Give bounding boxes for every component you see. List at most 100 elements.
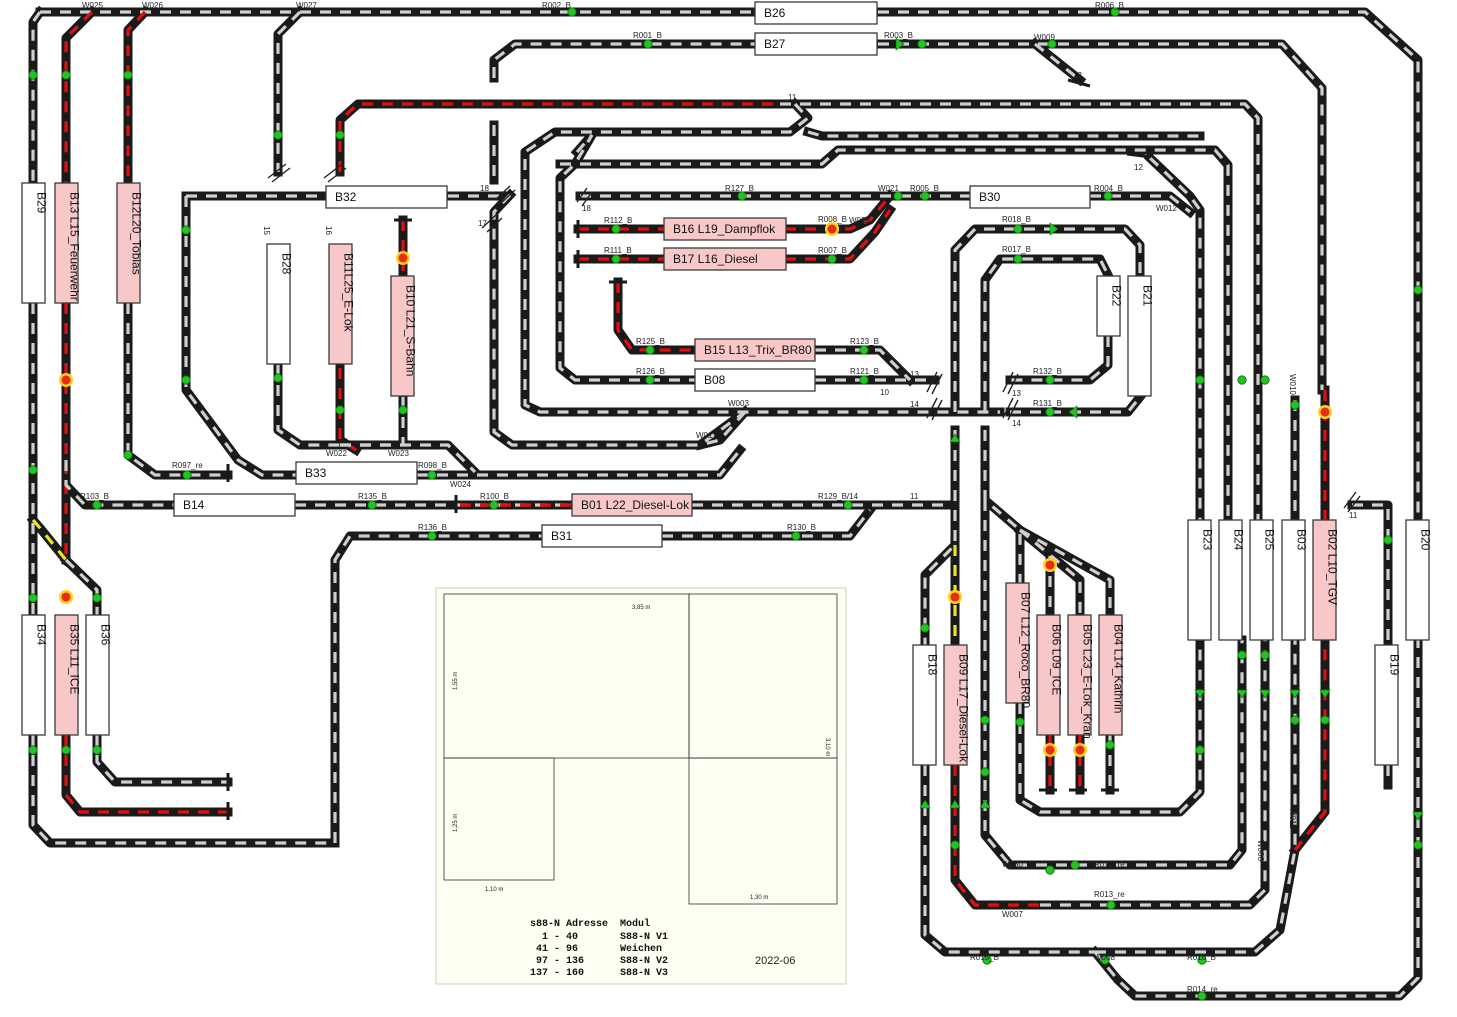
block-b17[interactable]: B17 L16_Diesel <box>663 247 787 271</box>
sensor-icon[interactable] <box>1195 745 1205 755</box>
sensor-icon[interactable] <box>28 745 38 755</box>
red-signal-icon[interactable] <box>395 250 411 266</box>
red-signal-icon[interactable] <box>58 372 74 388</box>
sensor-icon[interactable] <box>61 70 71 80</box>
block-b23[interactable]: B23 <box>1187 519 1215 641</box>
sensor-icon[interactable] <box>182 470 192 480</box>
sensor-icon[interactable] <box>1105 740 1115 750</box>
sensor-icon[interactable] <box>398 405 408 415</box>
block-b33[interactable]: B33 <box>295 461 418 485</box>
block-b25[interactable]: B25 <box>1249 519 1277 641</box>
block-b22[interactable]: B22 <box>1096 275 1124 337</box>
sensor-icon[interactable] <box>1015 717 1025 727</box>
sensor-icon[interactable] <box>335 405 345 415</box>
sensor-icon[interactable] <box>1013 254 1023 264</box>
block-b27[interactable]: B27 <box>754 32 878 56</box>
sensor-icon[interactable] <box>843 500 853 510</box>
sensor-icon[interactable] <box>1290 715 1300 725</box>
block-b11[interactable]: B11L25_E-Lok <box>328 243 356 365</box>
block-b28[interactable]: B28 <box>266 243 294 365</box>
sensor-icon[interactable] <box>1195 375 1205 385</box>
sensor-icon[interactable] <box>737 191 747 201</box>
block-b13[interactable]: B13 L15_Feuerwehr <box>54 182 82 304</box>
block-b29[interactable]: B29 <box>21 182 49 304</box>
sensor-icon[interactable] <box>611 254 621 264</box>
block-b16[interactable]: B16 L19_Dampflok <box>663 217 787 241</box>
block-b08[interactable]: B08 <box>694 368 816 392</box>
sensor-icon[interactable] <box>123 450 133 460</box>
sensor-icon[interactable] <box>1045 407 1055 417</box>
red-signal-icon[interactable] <box>1072 742 1088 758</box>
sensor-icon[interactable] <box>367 500 377 510</box>
sensor-icon[interactable] <box>611 224 621 234</box>
sensor-icon[interactable] <box>643 39 653 49</box>
sensor-icon[interactable] <box>28 465 38 475</box>
block-b03[interactable]: B03 <box>1281 519 1309 641</box>
block-b15[interactable]: B15 L13_Trix_BR80 <box>694 338 816 362</box>
red-signal-icon[interactable] <box>1317 404 1333 420</box>
sensor-icon[interactable] <box>273 373 283 383</box>
sensor-icon[interactable] <box>791 531 801 541</box>
sensor-icon[interactable] <box>1290 400 1300 410</box>
block-b01[interactable]: B01 L22_Diesel-Lok <box>571 493 693 517</box>
sensor-icon[interactable] <box>28 70 38 80</box>
sensor-icon[interactable] <box>123 70 133 80</box>
block-b12[interactable]: B12L20_Tobias <box>116 182 144 304</box>
sensor-icon[interactable] <box>28 593 38 603</box>
sensor-icon[interactable] <box>92 500 102 510</box>
sensor-icon[interactable] <box>1237 375 1247 385</box>
sensor-icon[interactable] <box>1413 840 1423 850</box>
block-b07[interactable]: B07 L12_Roco_BR80 <box>1005 582 1033 708</box>
sensor-icon[interactable] <box>1320 715 1330 725</box>
sensor-icon[interactable] <box>1070 860 1080 870</box>
sensor-icon[interactable] <box>1106 900 1116 910</box>
sensor-icon[interactable] <box>61 745 71 755</box>
sensor-icon[interactable] <box>920 623 930 633</box>
sensor-icon[interactable] <box>645 345 655 355</box>
sensor-icon[interactable] <box>917 39 927 49</box>
sensor-icon[interactable] <box>1260 375 1270 385</box>
sensor-icon[interactable] <box>1260 650 1270 660</box>
block-b21[interactable]: B21 <box>1127 275 1155 397</box>
block-b09[interactable]: B09 L17_Diesel-Lok <box>943 644 971 766</box>
sensor-icon[interactable] <box>1013 224 1023 234</box>
sensor-icon[interactable] <box>1237 650 1247 660</box>
sensor-icon[interactable] <box>1197 955 1207 965</box>
block-b05[interactable]: B05 L23_E-Lok_Kran <box>1067 614 1095 739</box>
block-b26[interactable]: B26 <box>754 1 878 25</box>
sensor-icon[interactable] <box>1110 7 1120 17</box>
block-b14[interactable]: B14 <box>173 493 296 517</box>
sensor-icon[interactable] <box>1045 865 1055 875</box>
sensor-icon[interactable] <box>859 345 869 355</box>
sensor-icon[interactable] <box>827 254 837 264</box>
sensor-icon[interactable] <box>427 531 437 541</box>
block-b35[interactable]: B35 L11_ICE <box>54 614 82 736</box>
block-b02[interactable]: B02 L10_TGV <box>1312 519 1340 641</box>
block-b30[interactable]: B30 <box>969 185 1091 209</box>
sensor-icon[interactable] <box>1103 191 1113 201</box>
red-signal-icon[interactable] <box>1042 742 1058 758</box>
sensor-icon[interactable] <box>645 375 655 385</box>
sensor-icon[interactable] <box>427 470 437 480</box>
sensor-icon[interactable] <box>950 840 960 850</box>
sensor-icon[interactable] <box>982 955 992 965</box>
block-b20[interactable]: B20 <box>1405 519 1433 641</box>
sensor-icon[interactable] <box>489 500 499 510</box>
sensor-icon[interactable] <box>980 767 990 777</box>
sensor-icon[interactable] <box>980 715 990 725</box>
red-signal-icon[interactable] <box>824 221 840 237</box>
sensor-icon[interactable] <box>1100 955 1110 965</box>
block-b34[interactable]: B34 <box>21 614 49 736</box>
block-b24[interactable]: B24 <box>1218 519 1246 641</box>
sensor-icon[interactable] <box>92 745 102 755</box>
sensor-icon[interactable] <box>1197 991 1207 1001</box>
sensor-icon[interactable] <box>1413 285 1423 295</box>
sensor-icon[interactable] <box>567 7 577 17</box>
sensor-icon[interactable] <box>181 225 191 235</box>
block-b10[interactable]: B10 L21_S-Bahn <box>390 275 418 397</box>
sensor-icon[interactable] <box>893 191 903 201</box>
block-b04[interactable]: B04 L14_Kathrin <box>1098 614 1126 736</box>
block-b32[interactable]: B32 <box>325 185 448 209</box>
sensor-icon[interactable] <box>1047 39 1057 49</box>
block-b18[interactable]: B18 <box>912 644 940 766</box>
